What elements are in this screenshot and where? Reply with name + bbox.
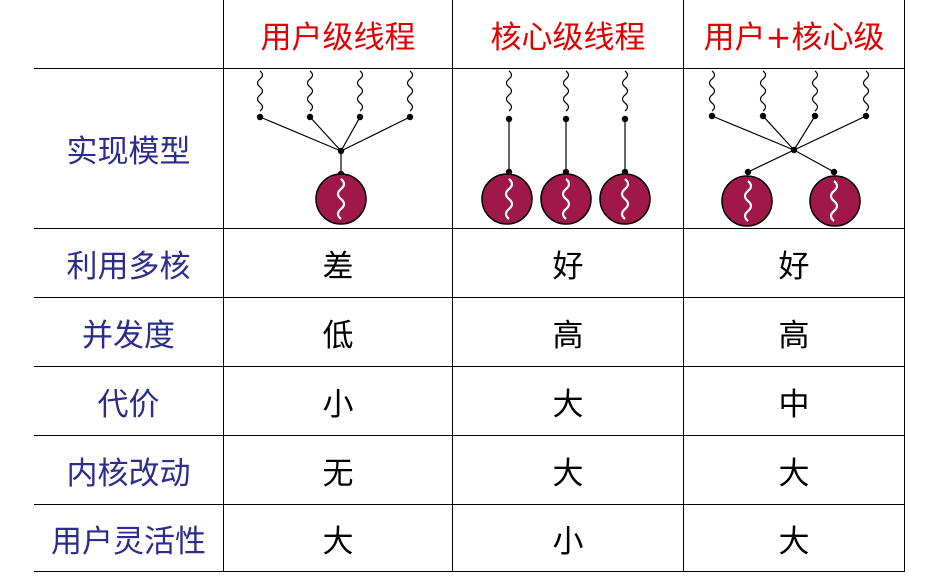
one-to-one-diagram <box>481 70 651 225</box>
cell-value: 中 <box>778 386 810 423</box>
grid-line <box>683 0 684 572</box>
grid-line <box>223 0 224 572</box>
grid-line <box>34 228 905 229</box>
cell-value: 低 <box>322 317 354 354</box>
row-label-cost: 代价 <box>97 386 160 423</box>
cell-value: 好 <box>778 248 810 285</box>
grid-line <box>904 0 905 572</box>
column-header-hybrid: 用户+核心级 <box>703 19 885 56</box>
cell-value: 大 <box>322 523 354 560</box>
grid-line <box>34 297 905 298</box>
cell-value: 高 <box>778 317 810 354</box>
grid-line <box>34 571 905 572</box>
cell-value: 大 <box>778 455 810 492</box>
cell-value: 小 <box>322 386 354 423</box>
grid-line <box>34 435 905 436</box>
many-to-one-diagram <box>256 70 414 225</box>
cell-value: 小 <box>552 523 584 560</box>
many-to-many-diagram <box>708 70 870 227</box>
grid-line <box>34 366 905 367</box>
cell-value: 无 <box>322 455 354 492</box>
cell-value: 差 <box>322 248 354 285</box>
grid-line <box>452 0 453 572</box>
cell-value: 好 <box>552 248 584 285</box>
cell-value: 大 <box>552 455 584 492</box>
grid-line <box>34 68 905 69</box>
row-label-concurrency: 并发度 <box>82 317 175 354</box>
cell-value: 高 <box>552 317 584 354</box>
grid-line <box>34 504 905 505</box>
row-label-flexibility: 用户灵活性 <box>51 523 206 560</box>
row-label-model: 实现模型 <box>66 134 191 170</box>
column-header-kernel-level: 核心级线程 <box>490 19 646 56</box>
column-header-user-level: 用户级线程 <box>260 19 416 56</box>
row-label-multicore: 利用多核 <box>66 248 191 285</box>
row-label-kernel-change: 内核改动 <box>66 455 191 492</box>
cell-value: 大 <box>552 386 584 423</box>
cell-value: 大 <box>778 523 810 560</box>
